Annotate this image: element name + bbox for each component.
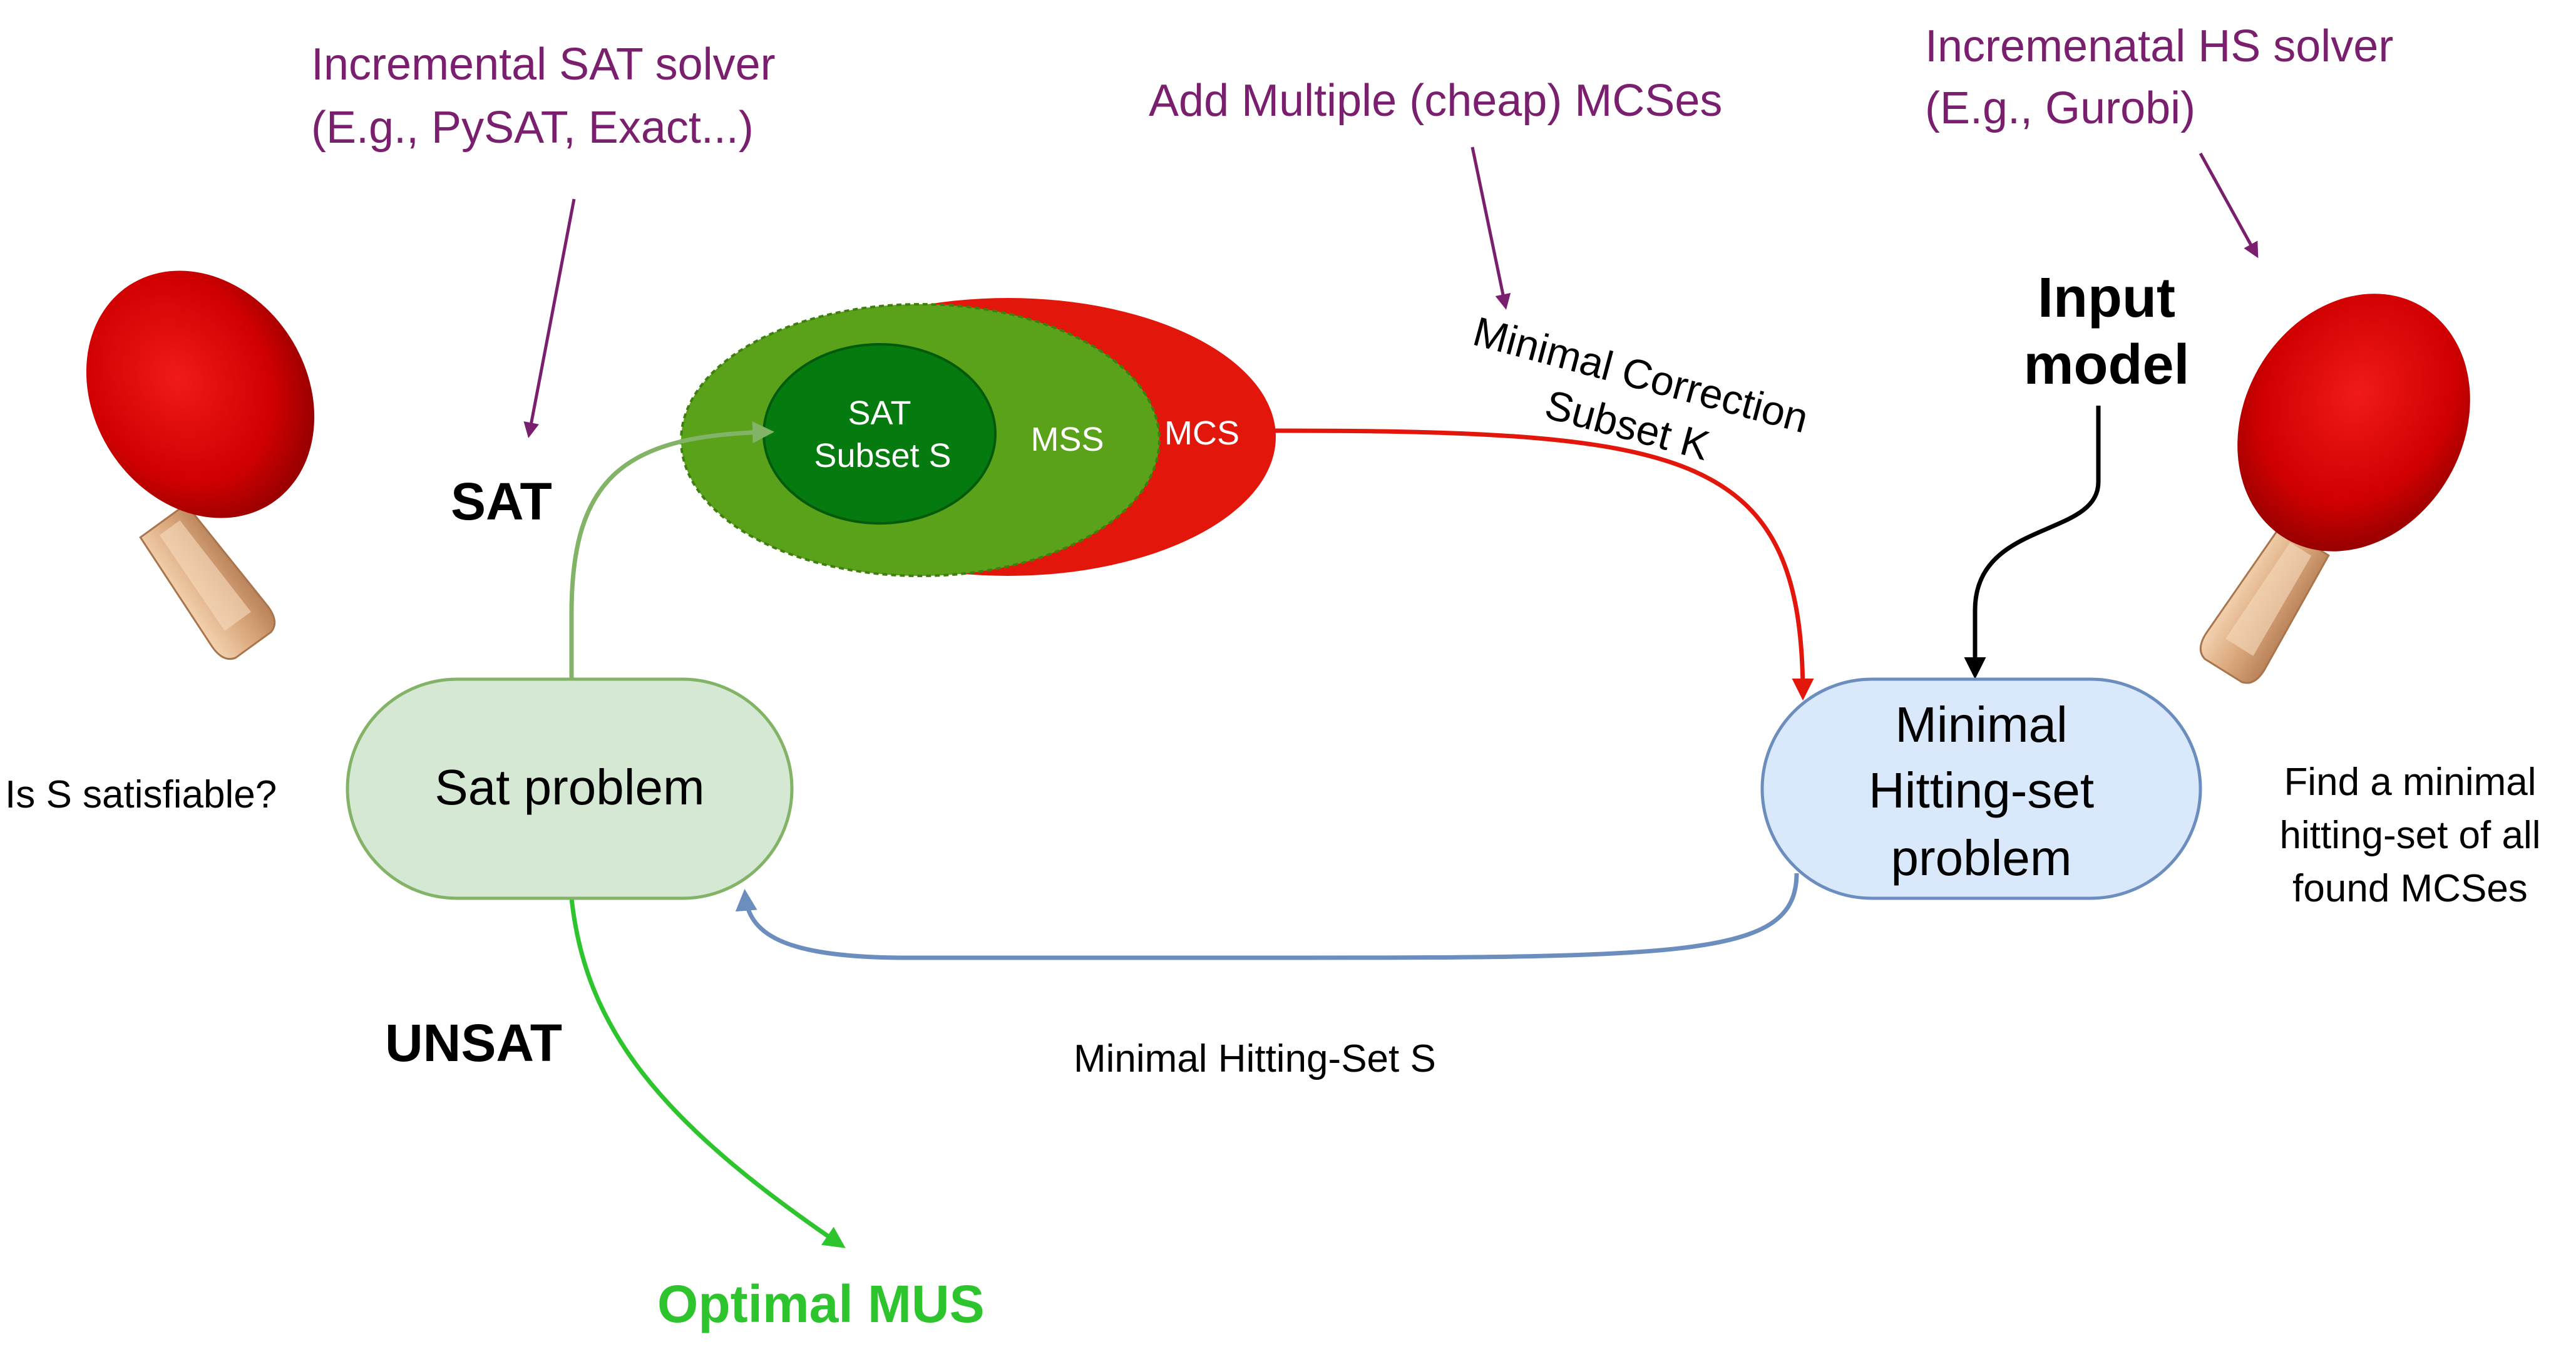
- sat-solver-annotation-line1: Incremental SAT solver: [311, 39, 776, 90]
- hitting-set-node: Minimal Hitting-set problem: [1760, 677, 2202, 900]
- mcses-annotation: Add Multiple (cheap) MCSes: [1149, 76, 1722, 126]
- input-model-label-line2: model: [2023, 334, 2189, 396]
- hitting-set-line1: Minimal: [1895, 697, 2068, 752]
- hitting-set-edge: [735, 873, 1799, 960]
- sat-solver-annotation-line2: (E.g., PySAT, Exact...): [311, 103, 754, 153]
- find-hitting-set-line3: found MCSes: [2292, 867, 2528, 910]
- is-satisfiable-label: Is S satisfiable?: [5, 773, 277, 816]
- mcses-arrow: [1470, 146, 1511, 310]
- venn-diagram: SAT Subset S MSS MCS: [680, 298, 1276, 577]
- ping-pong-paddle-icon: [2199, 294, 2470, 684]
- sat-problem-node: Sat problem: [346, 677, 794, 900]
- sat-solver-arrow: [523, 198, 576, 438]
- hitting-set-shape: [1760, 677, 2202, 900]
- input-model-label-line1: Input: [2038, 267, 2175, 329]
- hitting-set-edge-label: Minimal Hitting-Set S: [1074, 1037, 1436, 1080]
- sat-problem-shape: [346, 677, 794, 900]
- ping-pong-paddle-icon: [86, 270, 315, 660]
- mcs-label: MCS: [1164, 414, 1239, 452]
- input-model-edge: [1964, 406, 2101, 679]
- find-hitting-set-line2: hitting-set of all: [2280, 814, 2541, 857]
- hitting-set-line2: Hitting-set: [1869, 762, 2094, 818]
- optimal-mus-label: Optimal MUS: [657, 1275, 985, 1333]
- sat-subset-region: [762, 343, 997, 525]
- sat-label: SAT: [451, 472, 552, 531]
- mss-label: MSS: [1030, 421, 1104, 458]
- mcs-edge: [1271, 428, 1814, 700]
- hs-solver-annotation-line1: Incremenatal HS solver: [1925, 21, 2393, 71]
- mcs-edge-label: Minimal Correction Subset K: [1469, 308, 1814, 469]
- hitting-set-line3: problem: [1891, 830, 2071, 886]
- sat-problem-label: Sat problem: [434, 759, 704, 815]
- hs-solver-annotation-line2: (E.g., Gurobi): [1925, 83, 2195, 133]
- sat-edge: [569, 421, 774, 682]
- unsat-label: UNSAT: [385, 1013, 562, 1072]
- sat-subset-line2: Subset S: [814, 437, 951, 474]
- hs-solver-arrow: [2199, 152, 2259, 259]
- unsat-edge: [569, 898, 846, 1248]
- sat-subset-line1: SAT: [848, 394, 911, 432]
- find-hitting-set-line1: Find a minimal: [2284, 761, 2536, 804]
